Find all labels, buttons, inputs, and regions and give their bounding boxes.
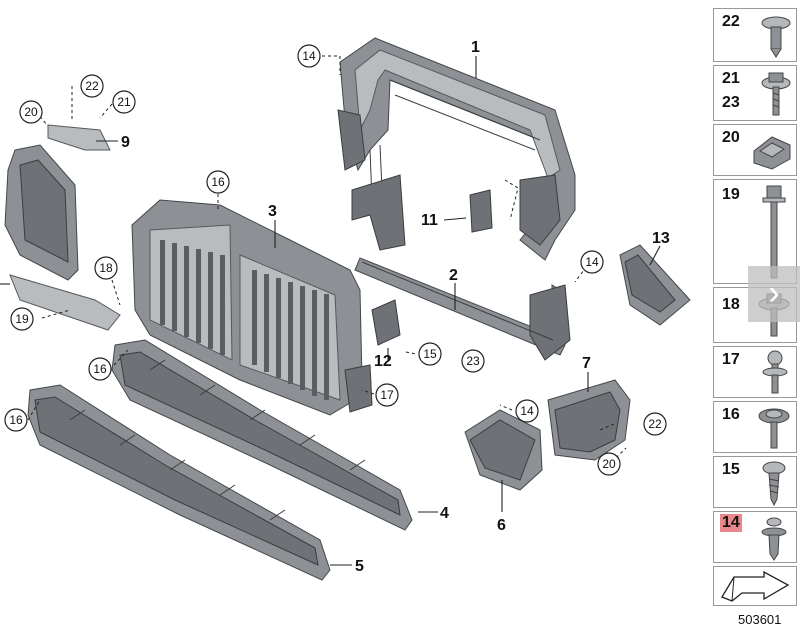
- next-page-button[interactable]: ›: [748, 266, 800, 322]
- callout-15: 15: [423, 347, 437, 361]
- fastener-callouts: 14 14 14 15 16 16 16 17 18 19 20 20 21 2…: [4, 44, 667, 476]
- legend-label: 18: [722, 296, 740, 313]
- label-part-12: 12: [374, 353, 392, 370]
- expanding-rivet-icon: [761, 517, 787, 561]
- hex-flange-screw-icon: [758, 408, 790, 449]
- leader-lines: [0, 55, 661, 566]
- screw-with-washer-icon: [761, 72, 791, 116]
- legend-label-highlighted: 14: [720, 514, 742, 532]
- label-part-5: 5: [355, 558, 364, 575]
- part-number-labels: 1 2 3 4 5 6 7 9 11 12 13: [121, 39, 670, 575]
- label-part-2: 2: [449, 267, 458, 284]
- legend-label-secondary: 23: [722, 94, 740, 111]
- legend-label: 21: [722, 70, 740, 87]
- legend-item-15[interactable]: 15: [713, 456, 797, 508]
- callout-17: 17: [380, 388, 394, 402]
- callout-14-top: 14: [302, 49, 316, 63]
- part-7-air-guide[interactable]: [547, 379, 631, 461]
- legend-label: 16: [722, 406, 740, 423]
- part-2-lower-carrier[interactable]: [351, 174, 571, 361]
- callout-16-left: 16: [9, 413, 23, 427]
- part-3-grille-carrier[interactable]: [131, 199, 373, 416]
- callout-16-top: 16: [211, 175, 225, 189]
- part-9-bracket[interactable]: [47, 124, 111, 151]
- legend-label: 15: [722, 461, 740, 478]
- part-4-air-duct-upper[interactable]: [111, 339, 413, 531]
- label-part-13: 13: [652, 230, 670, 247]
- legend-item-21-23[interactable]: 21 23: [713, 65, 797, 121]
- label-part-4: 4: [440, 505, 449, 522]
- callout-23: 23: [466, 354, 480, 368]
- callout-16-middle: 16: [93, 362, 107, 376]
- part-19-bracket[interactable]: [9, 274, 121, 331]
- legend-item-22[interactable]: 22: [713, 8, 797, 62]
- callout-20-left: 20: [24, 105, 38, 119]
- self-tapping-screw-icon: [762, 461, 786, 507]
- legend-label: 19: [722, 186, 740, 203]
- clip-nut-icon: [753, 136, 791, 170]
- legend-item-14[interactable]: 14: [713, 511, 797, 563]
- push-rivet-icon: [761, 16, 791, 58]
- legend-item-20[interactable]: 20: [713, 124, 797, 176]
- callout-22-right: 22: [648, 417, 662, 431]
- label-part-6: 6: [497, 517, 506, 534]
- callout-21: 21: [117, 95, 131, 109]
- label-part-11: 11: [421, 212, 438, 229]
- callout-20-right: 20: [602, 457, 616, 471]
- label-part-7: 7: [582, 355, 591, 372]
- grille-slats: [160, 240, 329, 400]
- legend-item-16[interactable]: 16: [713, 401, 797, 453]
- legend-label: 20: [722, 129, 740, 146]
- callout-14-lower: 14: [520, 404, 534, 418]
- callout-19: 19: [15, 312, 29, 326]
- label-part-9: 9: [121, 134, 130, 151]
- part-left-side-air-duct[interactable]: [4, 144, 79, 281]
- legend-item-arrow[interactable]: [713, 566, 797, 606]
- callout-22-top: 22: [85, 79, 99, 93]
- label-part-3: 3: [268, 203, 277, 220]
- part-5-air-duct-lower[interactable]: [27, 384, 331, 581]
- exploded-parts-diagram: 1 2 3 4 5 6 7 9 11 12 13 14 14 14 15 16 …: [0, 37, 691, 581]
- ball-stud-icon: [762, 350, 788, 394]
- part-6-air-guide[interactable]: [464, 409, 543, 491]
- part-11-bracket[interactable]: [469, 189, 493, 233]
- arrow-plate-icon: [721, 571, 790, 602]
- part-12-bracket[interactable]: [371, 299, 401, 346]
- callout-18: 18: [99, 261, 113, 275]
- callout-14-right: 14: [585, 255, 599, 269]
- chevron-right-icon: ›: [768, 274, 780, 312]
- legend-item-17[interactable]: 17: [713, 346, 797, 398]
- part-1-front-end-carrier[interactable]: [337, 37, 576, 261]
- document-number: 503601: [738, 612, 782, 627]
- label-part-1: 1: [471, 39, 480, 56]
- legend-label: 17: [722, 351, 740, 368]
- part-13-air-guide[interactable]: [619, 244, 691, 326]
- legend-label: 22: [722, 13, 740, 30]
